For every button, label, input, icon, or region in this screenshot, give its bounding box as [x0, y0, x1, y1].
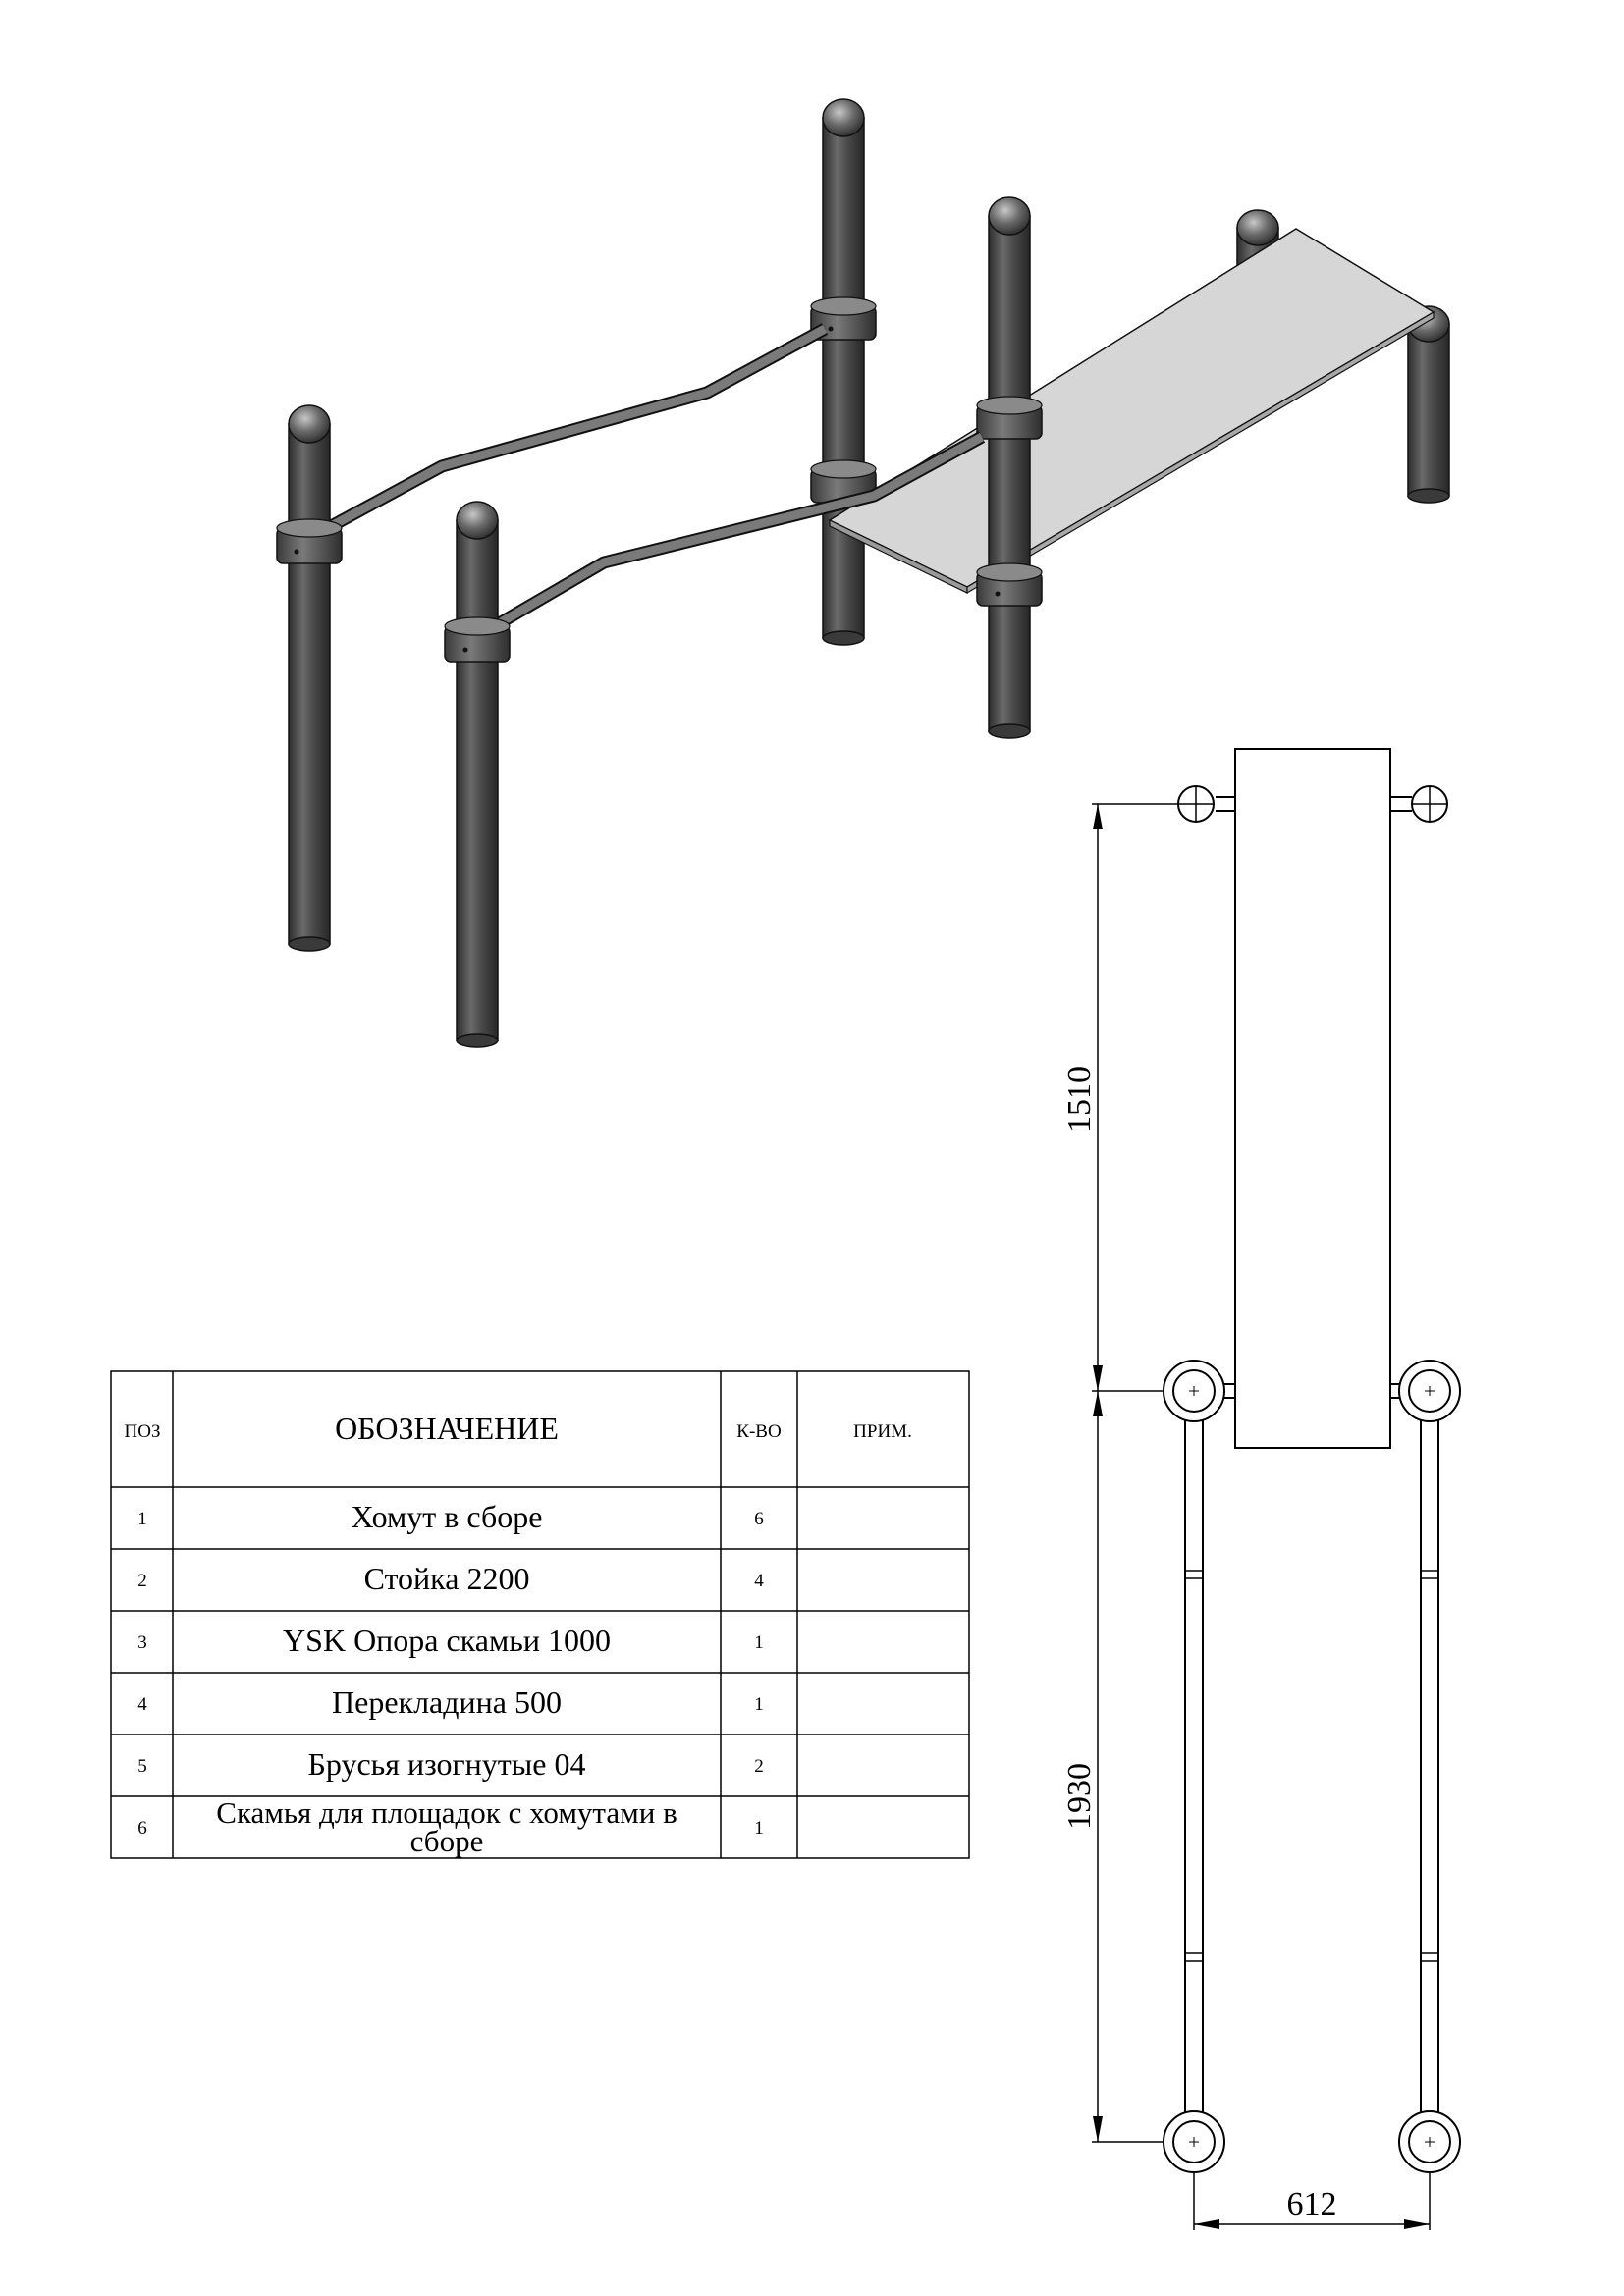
table-row-2-pos: 2: [137, 1571, 147, 1591]
post-back-middle: [810, 98, 877, 646]
bent-bar-front: [487, 431, 986, 634]
dimension-vertical: [1092, 803, 1178, 2143]
table-row-4-qty: 1: [754, 1694, 764, 1715]
table-row-6-designation-line2: сборе: [410, 1824, 484, 1858]
table-header-designation: ОБОЗНАЧЕНИЕ: [335, 1411, 559, 1446]
table-row-3-designation: YSK Опора скамьи 1000: [283, 1623, 611, 1658]
table-header-note: ПРИМ.: [853, 1421, 912, 1442]
table-row-5-designation: Брусья изогнутые 04: [308, 1746, 586, 1782]
table-row-5-pos: 5: [137, 1756, 147, 1777]
table-header-pos: ПОЗ: [125, 1421, 161, 1442]
bench-top: [828, 228, 1435, 595]
dimension-label-612: 612: [1287, 2186, 1337, 2222]
table-row-1-pos: 1: [137, 1509, 147, 1529]
table-row-1-qty: 6: [754, 1509, 764, 1529]
table-row-1-designation: Хомут в сборе: [352, 1499, 543, 1534]
post-front-right: [976, 196, 1043, 739]
table-row-3-pos: 3: [137, 1632, 147, 1653]
spec-table: ПОЗ ОБОЗНАЧЕНИЕ К-ВО ПРИМ. 1 Хомут в сбо…: [110, 1370, 970, 1859]
table-row-2-qty: 4: [754, 1571, 764, 1591]
table-row-3-qty: 1: [754, 1632, 764, 1653]
dimension-horizontal: [1193, 2173, 1431, 2230]
table-row-6-qty: 1: [754, 1818, 764, 1839]
plan-bar-left: [1184, 1420, 1204, 2112]
table-row-4-designation: Перекладина 500: [332, 1684, 562, 1720]
plan-support-left: [1177, 785, 1235, 823]
table-row-5-qty: 2: [754, 1756, 764, 1777]
dimension-label-1510: 1510: [1061, 1066, 1098, 1133]
table-row-2-designation: Стойка 2200: [364, 1561, 530, 1596]
isometric-view: [276, 98, 1450, 1048]
bent-bar-back: [320, 323, 829, 536]
table-header-qty: К-ВО: [736, 1421, 781, 1442]
plan-post-bottom-left: [1163, 2110, 1225, 2173]
plan-post-mid-left: [1163, 1360, 1225, 1422]
table-row-6-designation-line1: Скамья для площадок с хомутами в: [216, 1795, 677, 1830]
plan-view: [1092, 748, 1461, 2230]
plan-post-mid-right: [1398, 1360, 1461, 1422]
dimension-label-1930: 1930: [1061, 1763, 1098, 1830]
bench-support-right: [1407, 305, 1450, 504]
plan-support-right: [1390, 785, 1448, 823]
table-row-4-pos: 4: [137, 1694, 147, 1715]
plan-bar-right: [1420, 1420, 1439, 2112]
plan-bench: [1234, 748, 1391, 1449]
plan-post-bottom-right: [1398, 2110, 1461, 2173]
post-front-left: [444, 501, 511, 1048]
table-row-6-pos: 6: [137, 1818, 147, 1839]
post-left-back: [276, 404, 343, 952]
